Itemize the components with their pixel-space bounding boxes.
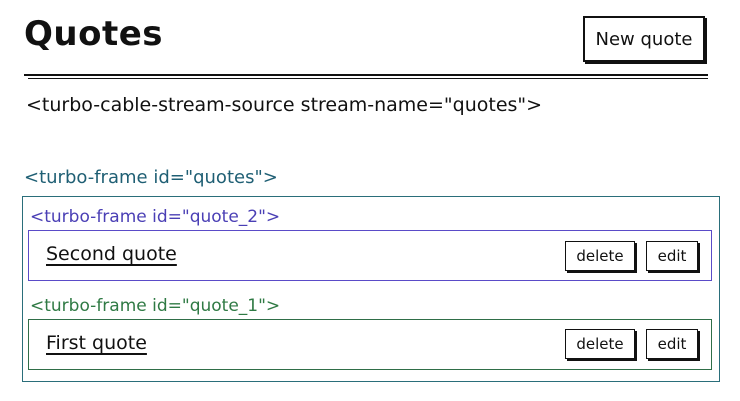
quote-1-link[interactable]: First quote bbox=[46, 332, 147, 354]
header-divider-secondary bbox=[28, 78, 708, 79]
page-title: Quotes bbox=[24, 14, 164, 54]
quote-2-link[interactable]: Second quote bbox=[46, 243, 177, 265]
quote-2-edit-button[interactable]: edit bbox=[646, 241, 698, 271]
quote-2-delete-button[interactable]: delete bbox=[565, 241, 635, 271]
quotes-frame bbox=[22, 196, 720, 382]
stream-source-label: <turbo-cable-stream-source stream-name="… bbox=[26, 94, 543, 116]
new-quote-button[interactable]: New quote bbox=[583, 16, 705, 62]
quote-1-frame-label: <turbo-frame id="quote_1"> bbox=[30, 296, 281, 316]
quote-1-delete-button[interactable]: delete bbox=[565, 329, 635, 359]
quote-1-frame bbox=[28, 319, 712, 370]
quote-2-frame bbox=[28, 230, 712, 281]
quotes-frame-label: <turbo-frame id="quotes"> bbox=[24, 167, 278, 188]
quote-2-frame-label: <turbo-frame id="quote_2"> bbox=[30, 207, 281, 227]
header-divider bbox=[24, 74, 708, 76]
quote-1-edit-button[interactable]: edit bbox=[646, 329, 698, 359]
